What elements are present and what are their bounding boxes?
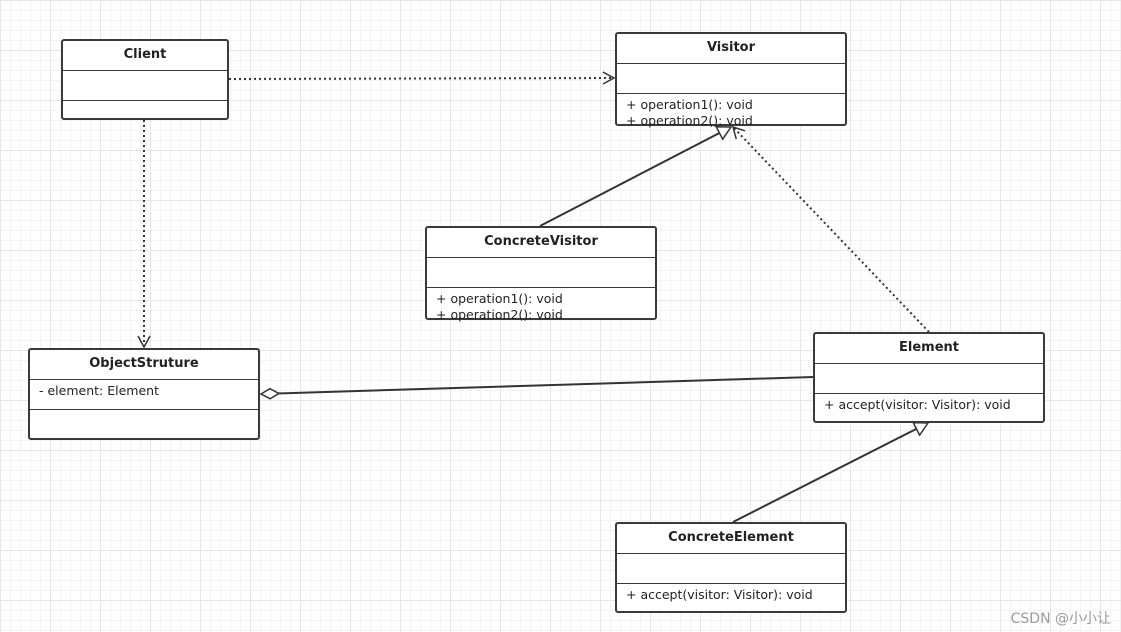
operations-compartment bbox=[63, 101, 227, 104]
class-name: ConcreteVisitor bbox=[427, 228, 655, 258]
edge-concreteelement-element bbox=[732, 423, 928, 523]
operation: + operation2(): void bbox=[436, 307, 563, 322]
attributes-compartment: - element: Element bbox=[30, 380, 258, 410]
operations-compartment bbox=[30, 410, 258, 413]
operations-compartment: + accept(visitor: Visitor): void bbox=[617, 584, 845, 603]
class-concrete-element[interactable]: ConcreteElement + accept(visitor: Visito… bbox=[615, 522, 847, 613]
class-concrete-visitor[interactable]: ConcreteVisitor + operation1(): void + o… bbox=[425, 226, 657, 323]
edge-objectstructure-element bbox=[261, 376, 814, 394]
class-name: Client bbox=[63, 41, 227, 71]
edge-element-visitor bbox=[731, 125, 930, 333]
edge-concretevisitor-visitor bbox=[539, 127, 731, 227]
attributes-compartment bbox=[427, 258, 655, 288]
operation: + accept(visitor: Visitor): void bbox=[626, 587, 813, 602]
operation: + operation1(): void bbox=[436, 291, 563, 306]
class-name: ConcreteElement bbox=[617, 524, 845, 554]
attributes-compartment bbox=[617, 64, 845, 94]
class-name: ObjectStruture bbox=[30, 350, 258, 380]
attribute: - element: Element bbox=[39, 383, 159, 398]
class-client[interactable]: Client bbox=[61, 39, 229, 120]
class-name: Visitor bbox=[617, 34, 845, 64]
class-object-structure[interactable]: ObjectStruture - element: Element bbox=[28, 348, 260, 440]
class-visitor[interactable]: Visitor + operation1(): void + operation… bbox=[615, 32, 847, 129]
class-name: Element bbox=[815, 334, 1043, 364]
edge-client-visitor bbox=[228, 71, 616, 85]
operation: + operation2(): void bbox=[626, 113, 753, 128]
class-element[interactable]: Element + accept(visitor: Visitor): void bbox=[813, 332, 1045, 423]
watermark: CSDN @小小让 bbox=[1010, 611, 1111, 627]
operation: + accept(visitor: Visitor): void bbox=[824, 397, 1011, 412]
operation: + operation1(): void bbox=[626, 97, 753, 112]
operations-compartment: + operation1(): void + operation2(): voi… bbox=[617, 94, 845, 129]
operations-compartment: + accept(visitor: Visitor): void bbox=[815, 394, 1043, 413]
operations-compartment: + operation1(): void + operation2(): voi… bbox=[427, 288, 655, 323]
attributes-compartment bbox=[63, 71, 227, 101]
attributes-compartment bbox=[617, 554, 845, 584]
attributes-compartment bbox=[815, 364, 1043, 394]
